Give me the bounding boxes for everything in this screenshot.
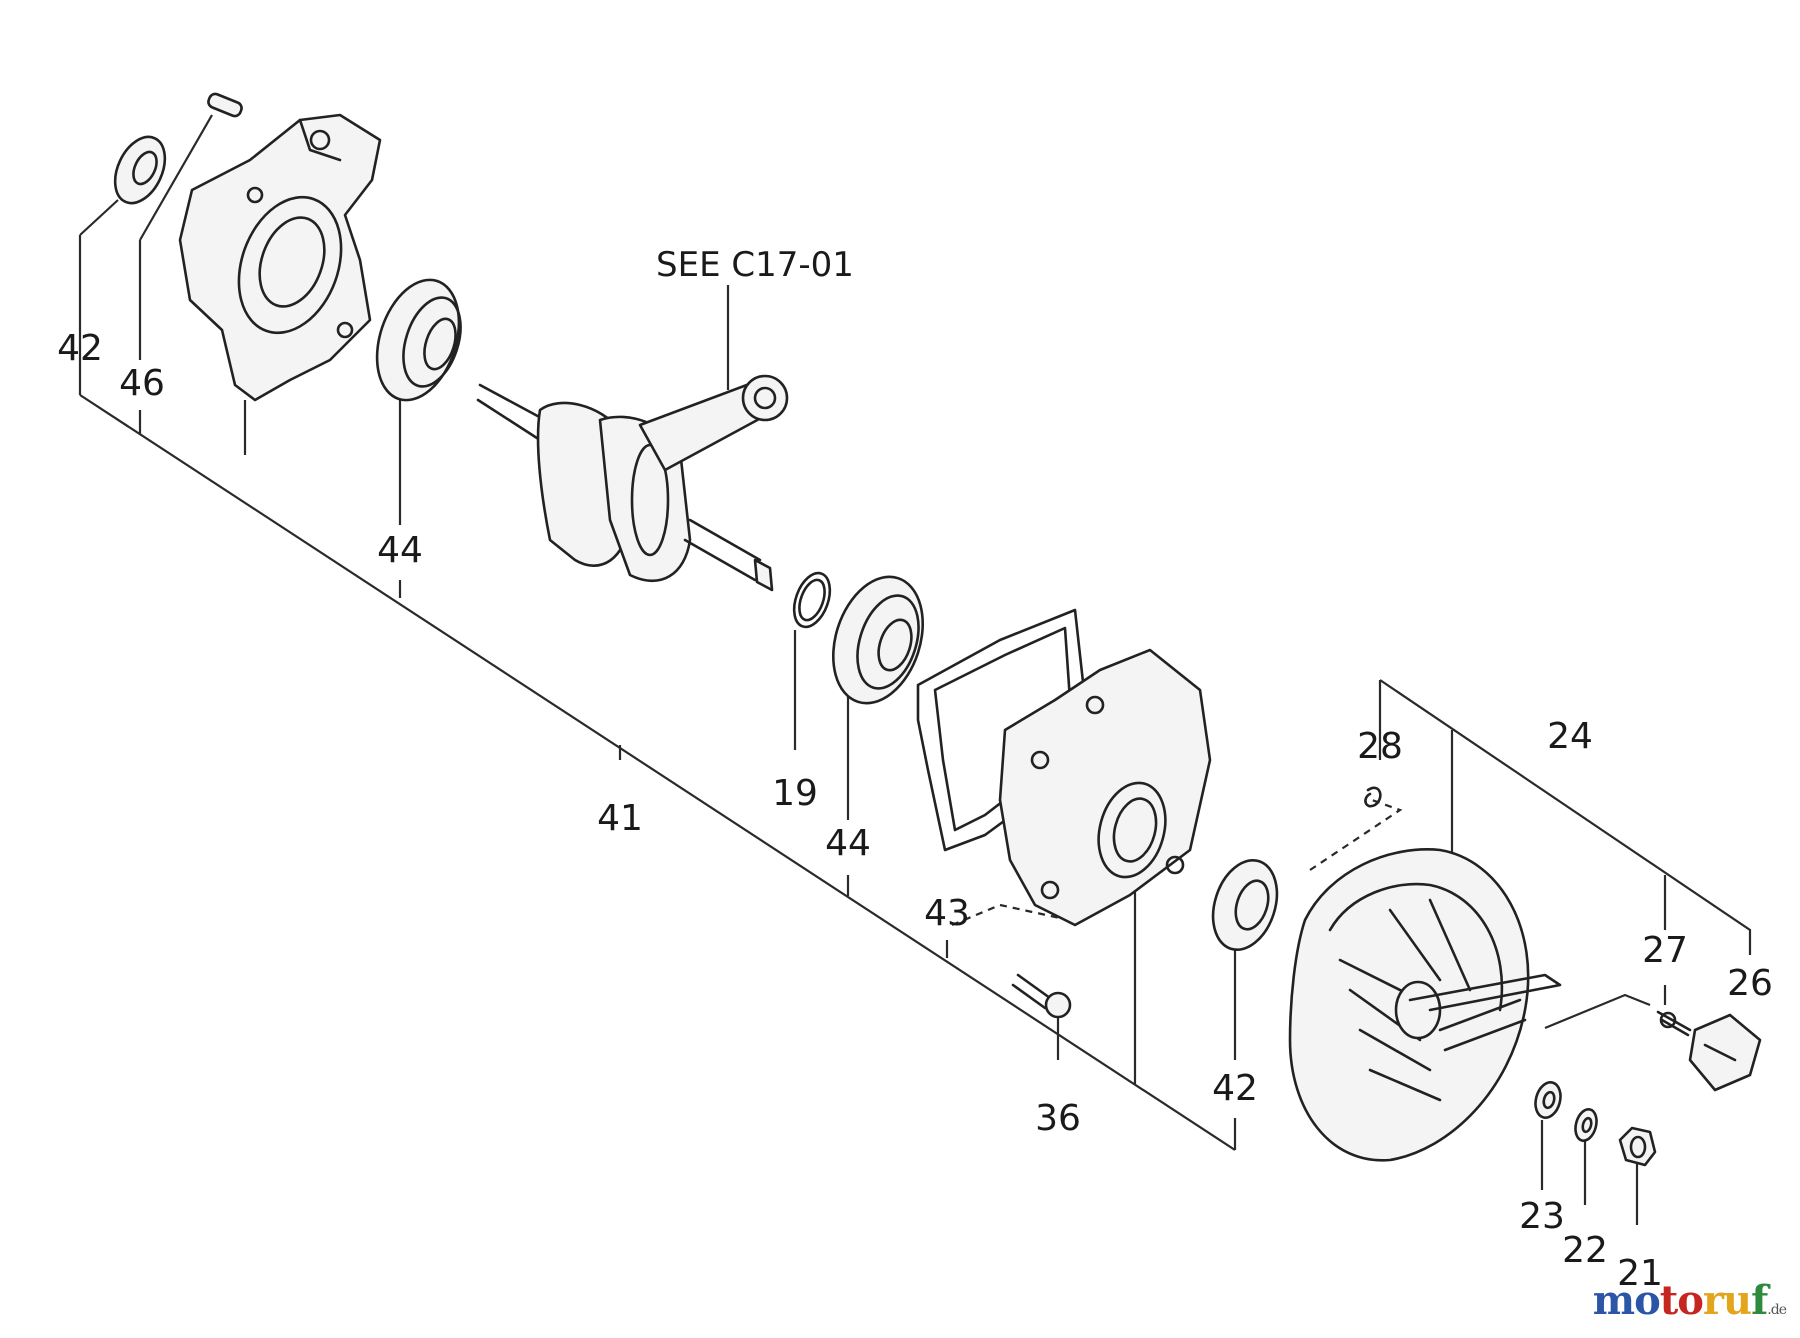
callout-42-right: 42: [1212, 1068, 1258, 1109]
flywheel-24: [1288, 848, 1562, 1162]
callout-44-left: 44: [377, 530, 423, 571]
callout-46: 46: [119, 363, 165, 404]
callout-44-right: 44: [825, 823, 871, 864]
screw-36: [1011, 973, 1072, 1019]
watermark-part-4: f: [1751, 1277, 1768, 1324]
washer-23: [1534, 1081, 1562, 1119]
oil-seal-42-right: [1211, 858, 1279, 952]
callout-27: 27: [1642, 930, 1688, 971]
lock-washer-22: [1574, 1108, 1598, 1142]
oil-seal-42-left: [113, 135, 167, 205]
nut-21: [1618, 1126, 1657, 1167]
callout-43: 43: [924, 893, 970, 934]
crankcase-left-half: [178, 113, 382, 402]
callout-22: 22: [1562, 1230, 1608, 1271]
spring-28: [1364, 786, 1382, 808]
callout-41: 41: [597, 798, 643, 839]
callout-24: 24: [1547, 716, 1593, 757]
watermark-part-3: ru: [1702, 1277, 1752, 1324]
callout-23: 23: [1519, 1196, 1565, 1237]
snap-ring-19: [792, 571, 832, 629]
callout-26: 26: [1727, 963, 1773, 1004]
pawl-26: [1688, 1013, 1762, 1092]
ball-bearing-44-left: [375, 278, 462, 402]
callout-28: 28: [1357, 726, 1403, 767]
watermark-tld: .de: [1767, 1302, 1787, 1318]
crankshaft-assembly: [476, 374, 789, 592]
callout-42-left: 42: [57, 328, 103, 369]
crankcase-right-half: [998, 648, 1212, 927]
see-reference-note: SEE C17-01: [656, 245, 854, 285]
ball-bearing-44-right: [831, 575, 925, 705]
watermark-part-1: mo: [1592, 1277, 1661, 1324]
callout-36: 36: [1035, 1098, 1081, 1139]
dowel-pin-46: [207, 92, 243, 118]
callout-21: 21: [1617, 1253, 1663, 1294]
site-watermark: motoruf.de: [1592, 1277, 1787, 1324]
pin-27: [1656, 1010, 1692, 1037]
watermark-part-2: to: [1659, 1277, 1704, 1324]
callout-19: 19: [772, 773, 818, 814]
